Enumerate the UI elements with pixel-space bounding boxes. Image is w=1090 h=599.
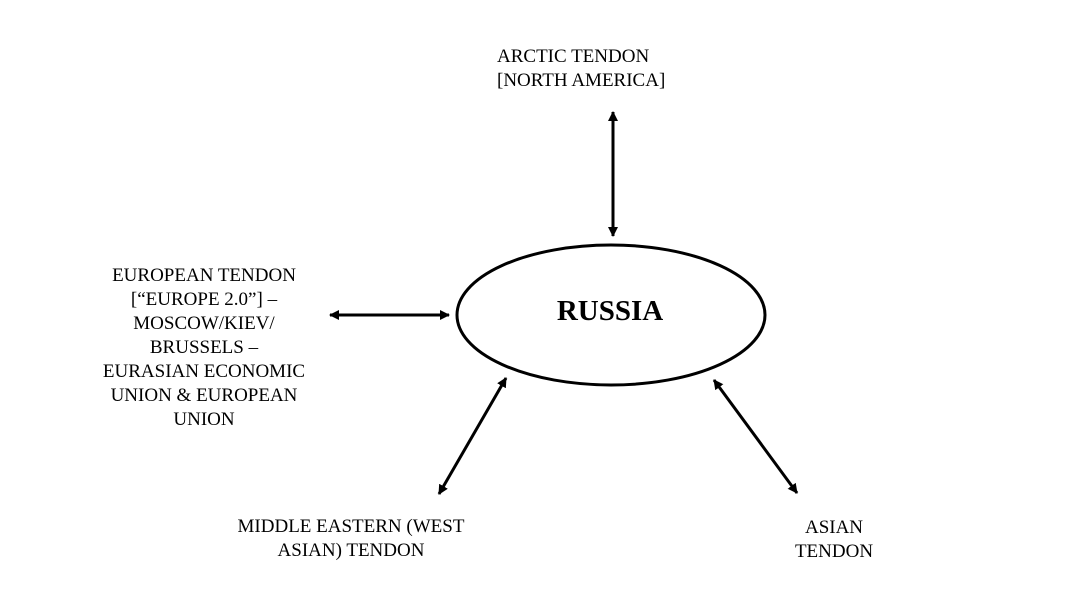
arctic-tendon-label: ARCTIC TENDON [NORTH AMERICA] — [497, 45, 665, 93]
asian-tendon-line: TENDON — [794, 541, 874, 562]
arctic-tendon-line: ARCTIC TENDON — [497, 46, 650, 67]
middle-eastern-tendon-line: ASIAN) TENDON — [277, 540, 425, 561]
european-tendon-line: UNION & EUROPEAN — [110, 385, 298, 406]
european-tendon-label: EUROPEAN TENDON [“EUROPE 2.0”] – MOSCOW/… — [80, 264, 328, 432]
european-tendon-line: EURASIAN ECONOMIC — [102, 361, 306, 382]
european-tendon-line: MOSCOW/KIEV/ — [133, 313, 275, 334]
asian-tendon-line: ASIAN — [804, 517, 864, 538]
russia-label: RUSSIA — [556, 295, 664, 327]
european-tendon-line: UNION — [173, 409, 235, 430]
european-tendon-line: BRUSSELS – — [149, 337, 259, 358]
european-tendon-line: EUROPEAN TENDON — [112, 265, 296, 286]
russia-ellipse — [455, 243, 767, 387]
asian-tendon-label: ASIAN TENDON — [778, 516, 890, 564]
european-tendon-line: [“EUROPE 2.0”] – — [130, 289, 278, 310]
arctic-tendon-line: [NORTH AMERICA] — [497, 70, 666, 91]
middle-eastern-tendon-line: MIDDLE EASTERN (WEST — [237, 516, 465, 537]
arrow-asian — [712, 379, 799, 494]
middle-eastern-tendon-label: MIDDLE EASTERN (WEST ASIAN) TENDON — [210, 515, 492, 563]
arrow-middle-eastern — [437, 377, 508, 495]
